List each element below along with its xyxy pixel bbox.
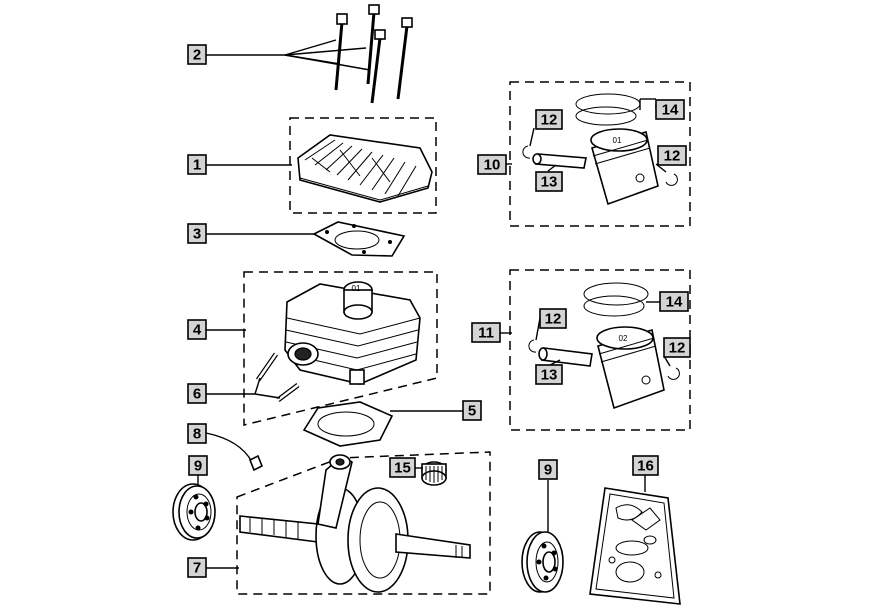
svg-text:3: 3 xyxy=(193,226,201,243)
callout-6: 6 xyxy=(187,383,207,404)
svg-text:8: 8 xyxy=(193,426,201,443)
callout-2: 2 xyxy=(187,44,207,65)
callout-12a: 12 xyxy=(535,109,563,130)
bearing-right xyxy=(521,531,564,593)
svg-text:12: 12 xyxy=(669,340,686,357)
svg-text:2: 2 xyxy=(193,47,201,64)
leader-8 xyxy=(205,432,253,463)
bearing-left xyxy=(172,483,216,541)
svg-text:12: 12 xyxy=(541,112,558,129)
svg-text:6: 6 xyxy=(193,386,201,403)
svg-text:9: 9 xyxy=(194,458,202,475)
callout-14a: 14 xyxy=(655,99,685,120)
callout-13b: 13 xyxy=(535,364,563,385)
piston-crown-mark-10: 01 xyxy=(613,136,622,145)
piston-kit-10: 01 xyxy=(522,93,678,206)
cylinder-studs xyxy=(255,352,300,402)
svg-text:15: 15 xyxy=(394,460,411,477)
gasket-kit xyxy=(589,487,681,605)
callout-7: 7 xyxy=(187,557,207,578)
crankshaft xyxy=(239,454,471,593)
svg-text:13: 13 xyxy=(541,174,558,191)
leader-12a xyxy=(529,127,535,147)
callout-1: 1 xyxy=(187,154,207,175)
svg-text:7: 7 xyxy=(193,560,201,577)
callout-10: 10 xyxy=(477,154,507,175)
svg-text:1: 1 xyxy=(193,157,201,174)
svg-text:14: 14 xyxy=(666,294,683,311)
callout-9a: 9 xyxy=(188,455,208,476)
cylinder-head xyxy=(297,134,433,203)
callout-12c: 12 xyxy=(539,308,567,329)
piston-crown-mark-11: 02 xyxy=(619,334,628,343)
svg-text:16: 16 xyxy=(637,458,654,475)
svg-text:12: 12 xyxy=(664,148,681,165)
svg-text:11: 11 xyxy=(478,325,494,342)
piston-kit-11: 02 xyxy=(528,282,680,410)
leader-13a xyxy=(547,164,557,172)
callout-8: 8 xyxy=(187,423,207,444)
dowel-pin xyxy=(248,454,264,472)
base-gasket xyxy=(302,401,394,447)
svg-text:9: 9 xyxy=(544,462,552,479)
small-end-needle-bearing xyxy=(421,461,447,486)
piston-kit-10-frame xyxy=(509,81,691,227)
piston-crown-mark-top: 01 xyxy=(352,284,361,293)
callout-14b: 14 xyxy=(659,291,689,312)
svg-text:10: 10 xyxy=(484,157,501,174)
svg-text:4: 4 xyxy=(193,322,202,339)
callout-4: 4 xyxy=(187,319,207,340)
callout-12d: 12 xyxy=(663,337,691,358)
head-gasket xyxy=(312,221,406,257)
svg-text:5: 5 xyxy=(468,403,476,420)
callout-12b: 12 xyxy=(657,145,687,166)
callout-16: 16 xyxy=(632,455,659,476)
callout-5: 5 xyxy=(462,400,482,421)
callout-13a: 13 xyxy=(535,171,563,192)
svg-text:12: 12 xyxy=(545,311,562,328)
svg-text:14: 14 xyxy=(662,102,679,119)
crankshaft-group-frame xyxy=(236,451,491,595)
cylinder-group-frame xyxy=(243,271,438,426)
svg-text:13: 13 xyxy=(541,367,558,384)
cylinder-head-bolts xyxy=(334,4,413,104)
callout-3: 3 xyxy=(187,223,207,244)
cylinder-block: 01 xyxy=(284,281,421,385)
callout-11: 11 xyxy=(471,322,501,343)
callout-15: 15 xyxy=(389,457,416,478)
callout-9b: 9 xyxy=(538,459,558,480)
